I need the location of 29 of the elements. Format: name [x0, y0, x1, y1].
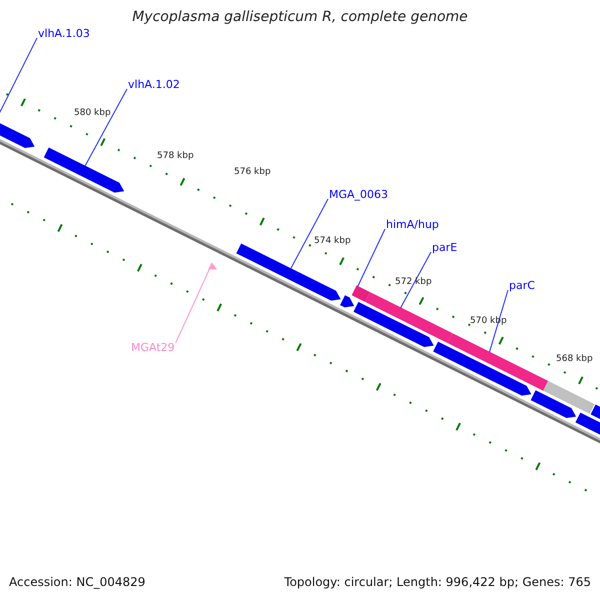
gene-label: himA/hup	[386, 218, 439, 231]
scale-label: 568 kbp	[556, 354, 593, 364]
trna-marker	[208, 262, 218, 270]
footer-text: Topology: circular; Length: 996,422 bp; Genes: 765	[284, 575, 591, 589]
gene-feature	[354, 302, 434, 348]
scale-label: 580 kbp	[74, 108, 111, 118]
scale-label: 578 kbp	[157, 151, 194, 161]
gene-feature	[530, 390, 576, 418]
gene-label: MGA_0063	[329, 188, 388, 201]
scale-label: 574 kbp	[314, 236, 351, 246]
gene-feature	[44, 148, 124, 193]
leader-line	[290, 198, 328, 270]
gene-label: parC	[509, 279, 535, 292]
scale-label: 576 kbp	[234, 167, 271, 177]
gene-label: parE	[432, 241, 458, 254]
chart-title: Mycoplasma gallisepticum R, complete genome	[131, 9, 469, 25]
leader-line	[84, 88, 128, 167]
gene-label: vlhA.1.03	[38, 27, 90, 40]
gene-feature	[236, 243, 341, 301]
gene-label: vlhA.1.02	[128, 78, 180, 91]
leader-line	[357, 228, 386, 287]
leader-line	[400, 252, 432, 308]
leader-line	[488, 290, 508, 353]
scale-label: 572 kbp	[395, 277, 432, 287]
leader-line	[175, 268, 210, 344]
gene-label: MGAt29	[131, 341, 175, 354]
footer-text: Accession: NC_004829	[9, 575, 146, 589]
gene-feature	[340, 295, 354, 308]
gene-feature	[433, 342, 532, 396]
